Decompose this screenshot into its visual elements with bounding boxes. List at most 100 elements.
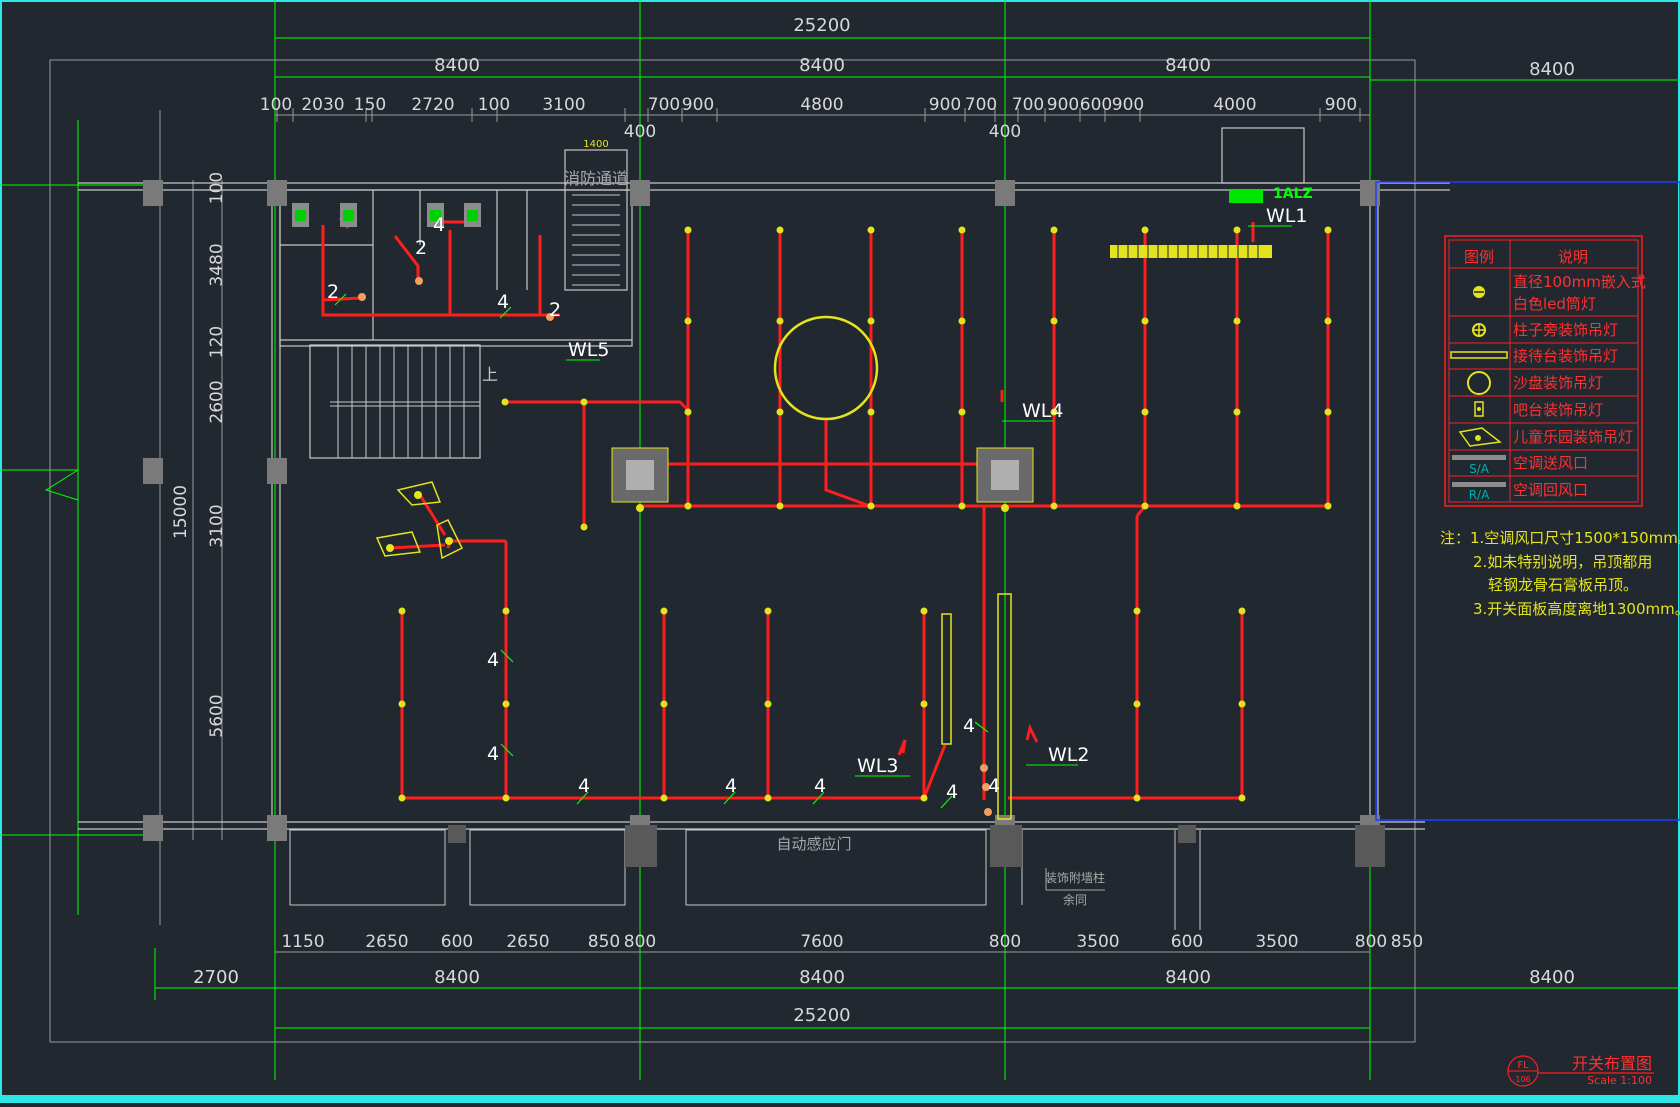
downlight-icon: [1238, 794, 1246, 802]
wire-count: 4: [946, 781, 958, 803]
playground-pendant-icon: [396, 481, 442, 506]
badge-bottom: 106: [1515, 1075, 1530, 1084]
sandtable-pendant-icon: [1467, 371, 1491, 395]
top-detail-dim: 2720: [411, 95, 454, 115]
downlight-icon: [398, 794, 406, 802]
top-detail-dim: 100: [478, 95, 510, 115]
bottom-detail-dim: 850: [1391, 932, 1423, 952]
top-detail-dim: 700: [965, 95, 997, 115]
top-detail-dim: 3100: [542, 95, 585, 115]
legend-header-desc: 说明: [1558, 248, 1588, 266]
playground-pendant-icon: [1458, 427, 1502, 447]
downlight-icon: [958, 408, 966, 416]
wire-count: 2: [549, 299, 561, 321]
downlight-icon: [502, 700, 510, 708]
legend-row-text: 儿童乐园装饰吊灯: [1513, 428, 1633, 446]
circuit-label-wl2: WL2: [1048, 744, 1089, 766]
bar-pendant-icon: [1474, 401, 1484, 417]
downlight-icon: [1133, 607, 1141, 615]
wiring-circuits: [321, 217, 1330, 800]
left-dim: 3480: [207, 243, 227, 286]
legend-row-text: 空调送风口: [1513, 454, 1588, 472]
downlight-icon: [1238, 607, 1246, 615]
downlight-icon: [1324, 226, 1332, 234]
legend-row-text: 空调回风口: [1513, 481, 1588, 499]
downlight-icon: [398, 700, 406, 708]
zone-boundary: [1375, 181, 1680, 821]
bottom-detail-dim: 800: [624, 932, 656, 952]
top-detail-dim: 150: [354, 95, 386, 115]
distribution-panel: [1229, 189, 1263, 203]
bottom-bay-dim: 8400: [434, 967, 480, 988]
top-small-dim: 400: [624, 122, 656, 142]
top-detail-dim: 900: [1325, 95, 1357, 115]
drawing-border: [49, 59, 1416, 1043]
deco-column-label: 装饰附墙柱: [1045, 870, 1105, 885]
reception-pendant-icon: [1450, 351, 1508, 359]
downlight-icon: [1324, 317, 1332, 325]
bottom-dimension-text: 1150 2650 600 2650 850 800 7600 800 3500…: [193, 932, 1575, 1026]
top-dimension-text: 25200 8400 8400 8400 8400 100 2030 150 2…: [260, 15, 1575, 142]
left-total-dim: 15000: [171, 485, 191, 539]
downlight-icon: [1233, 408, 1241, 416]
downlight-icon: [776, 408, 784, 416]
sandtable-pendant-icon: [773, 315, 879, 421]
downlight-icon: [867, 502, 875, 510]
legend-row-text: 吧台装饰吊灯: [1513, 401, 1603, 419]
legend-row-text: 直径100mm嵌入式: [1513, 273, 1646, 291]
bottom-detail-dim: 600: [1171, 932, 1203, 952]
downlight-icon: [920, 700, 928, 708]
downlight-icon: [1141, 408, 1149, 416]
badge-top: FL: [1517, 1060, 1529, 1071]
fire-passage-label: 消防通道: [564, 169, 628, 188]
drawing-scale: Scale 1:100: [1587, 1074, 1652, 1087]
downlight-icon: [764, 700, 772, 708]
downlight-icon: [1050, 317, 1058, 325]
circuit-label-wl1: WL1: [1266, 205, 1307, 227]
design-notes: 注：1.空调风口尺寸1500*150mm。 2.如未特别说明，吊顶都用 轻钢龙骨…: [1440, 529, 1680, 618]
circuit-labels: WL1 WL2 WL3 WL4 WL5: [566, 205, 1307, 777]
top-detail-dim: 900: [1047, 95, 1079, 115]
downlight-icon: [501, 398, 509, 406]
downlight-icon: [1473, 286, 1485, 298]
downlight-icon: [502, 794, 510, 802]
downlight-icon: [776, 226, 784, 234]
circuit-label-wl3: WL3: [857, 755, 898, 777]
bottom-bay-dim: 8400: [1165, 967, 1211, 988]
column-pendant-icon: [611, 447, 669, 503]
downlight-icon: [1141, 226, 1149, 234]
legend-row-text: 接待台装饰吊灯: [1513, 347, 1618, 365]
downlight-icon: [1133, 794, 1141, 802]
bottom-detail-dim: 3500: [1076, 932, 1119, 952]
downlight-icon: [580, 523, 588, 531]
downlight-icon: [1238, 700, 1246, 708]
top-small-dim: 400: [989, 122, 1021, 142]
building-walls: 上 消防通道 1400 自动感应门 装饰附墙柱 余同: [78, 127, 1680, 930]
left-dim: 5600: [207, 694, 227, 737]
wire-count: 4: [725, 775, 737, 797]
wire-count: 4: [578, 775, 590, 797]
legend-row-text: 柱子旁装饰吊灯: [1513, 321, 1618, 339]
top-detail-dim: 900: [682, 95, 714, 115]
top-detail-dim: 4000: [1213, 95, 1256, 115]
playground-pendant-icon: [375, 531, 422, 557]
top-bay-dim: 8400: [1165, 55, 1211, 76]
bottom-detail-dim: 2650: [365, 932, 408, 952]
top-bay-dim: 8400: [799, 55, 845, 76]
auto-door-label: 自动感应门: [776, 835, 851, 853]
bottom-detail-dim: 850: [588, 932, 620, 952]
legend-row-text: 沙盘装饰吊灯: [1513, 374, 1603, 392]
wire-count: 2: [415, 237, 427, 259]
left-dim: 2600: [207, 380, 227, 423]
top-detail-dim: 900: [929, 95, 961, 115]
bottom-total-dim: 25200: [793, 1005, 850, 1026]
downlight-icon: [684, 408, 692, 416]
wire-count: 4: [497, 291, 509, 313]
wire-count: 4: [487, 649, 499, 671]
wire-count: 4: [988, 775, 1000, 797]
downlight-icon: [867, 226, 875, 234]
wire-count: 4: [814, 775, 826, 797]
fire-passage-dim: 1400: [583, 139, 608, 150]
downlight-icon: [684, 317, 692, 325]
bottom-detail-dim: 7600: [800, 932, 843, 952]
